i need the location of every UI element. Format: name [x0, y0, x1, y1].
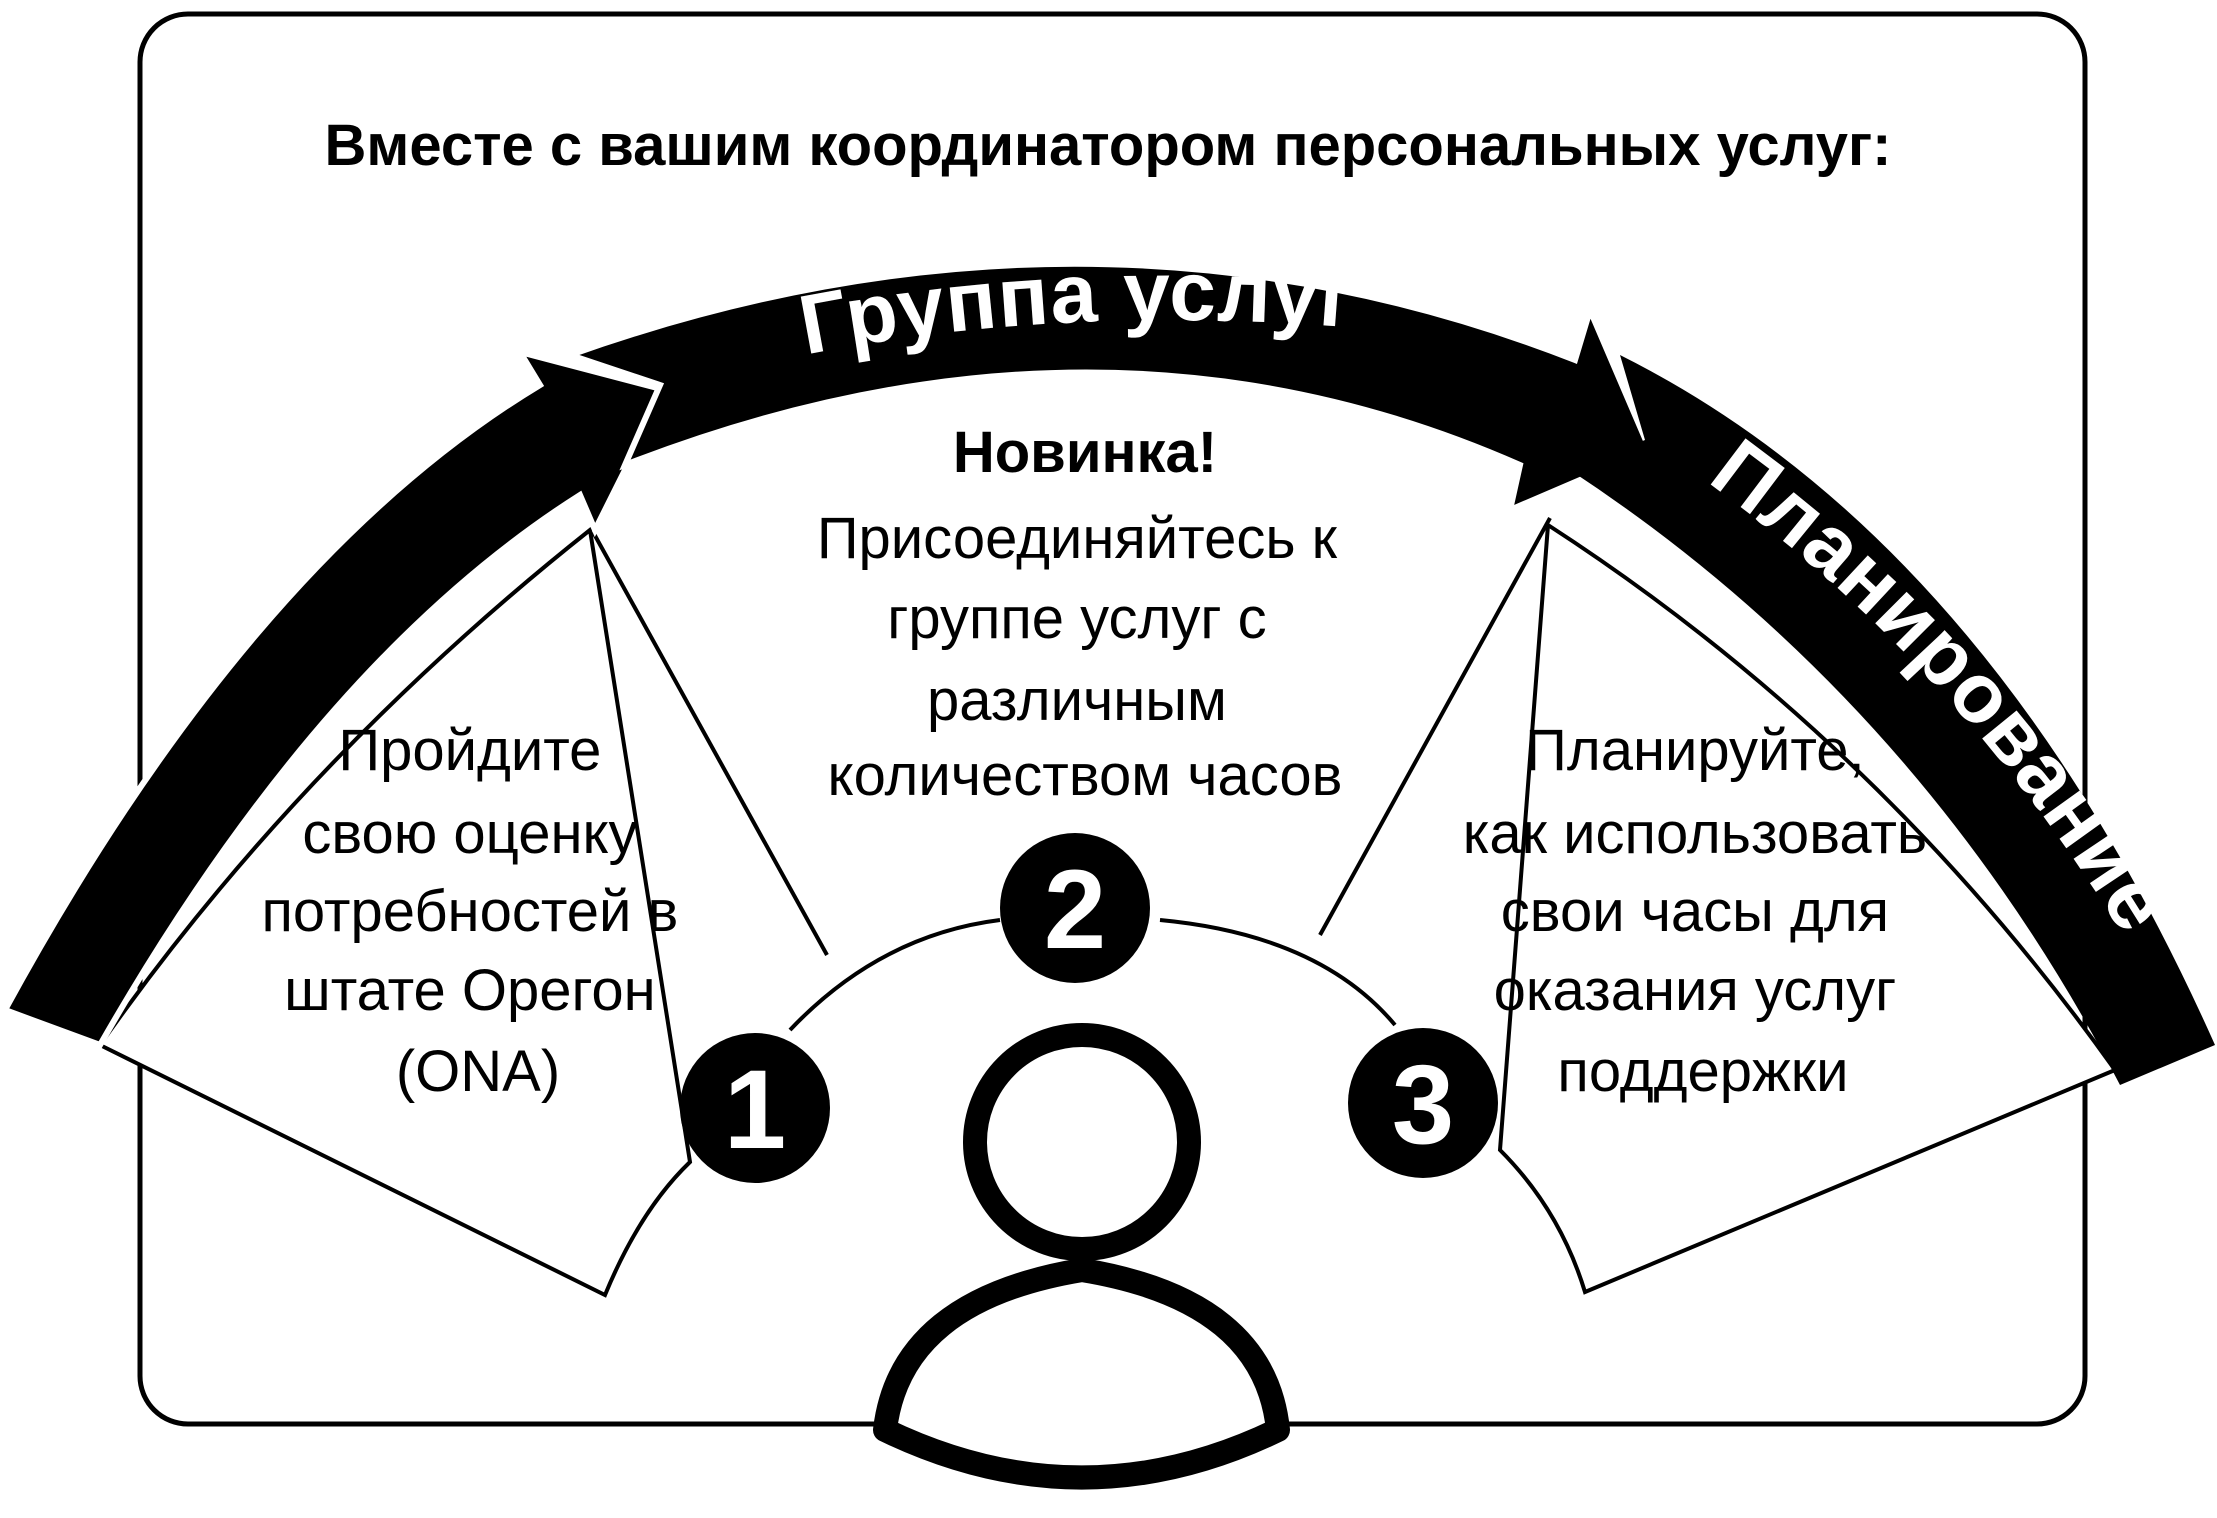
step-2-text: Присоединяйтесь к группе услуг с различн… — [817, 506, 1353, 808]
step-1-badge: 1 — [680, 1033, 830, 1183]
svg-text:1: 1 — [724, 1047, 786, 1172]
inner-arc-left — [788, 918, 1001, 1032]
arc-arrow-planning — [1570, 355, 2215, 1085]
divider-left — [591, 531, 829, 956]
divider-right — [1318, 517, 1552, 936]
step-3-text: Планируйте, как использовать свои часы д… — [1463, 718, 1944, 1104]
arc-arrow-ona — [0, 347, 670, 1049]
step-1-text: Пройдите свою оценку потребностей в штат… — [262, 718, 695, 1104]
wedge-planning — [1497, 521, 2119, 1295]
step-3-badge: 3 — [1348, 1028, 1498, 1178]
header-text: Вместе с вашим координатором персональны… — [325, 113, 1892, 178]
svg-text:2: 2 — [1044, 847, 1106, 972]
step-2-highlight: Новинка! — [953, 420, 1217, 485]
person-icon — [873, 1023, 1290, 1490]
svg-text:3: 3 — [1392, 1042, 1454, 1167]
wedge-ona — [97, 526, 693, 1298]
step-2-badge: 2 — [1000, 833, 1150, 983]
inner-arc-right — [1159, 918, 1397, 1027]
